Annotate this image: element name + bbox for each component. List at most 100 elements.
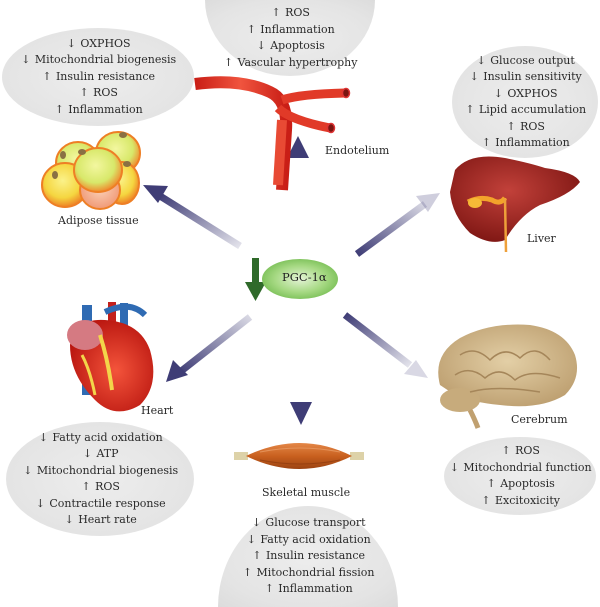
effect-item: ↑Insulin resistance bbox=[251, 548, 365, 565]
effect-item: ↓ OXPHOS bbox=[492, 86, 558, 103]
effect-item: ↑ ROS bbox=[505, 119, 545, 136]
down-regulation-indicator-icon bbox=[245, 258, 266, 301]
liver-label: Liver bbox=[527, 232, 556, 245]
effect-item: ↑Vascular hypertrophy bbox=[223, 55, 358, 72]
heart-effects-bubble: ↓Fatty acid oxidation↓ATP↓Mitochondrial … bbox=[6, 422, 194, 536]
effect-item: ↑ ROS bbox=[78, 85, 118, 102]
arrow-up-icon: ↑ bbox=[81, 480, 91, 493]
effect-item: ↑Mitochondrial fission bbox=[241, 565, 375, 582]
effect-text: Mitochondrial biogenesis bbox=[34, 53, 177, 67]
effect-item: ↓ Apoptosis bbox=[255, 38, 325, 55]
heart-label: Heart bbox=[141, 404, 174, 417]
skeletal-muscle-icon bbox=[234, 443, 364, 469]
effect-item: ↓ Fatty acid oxidation bbox=[245, 532, 371, 549]
arrow-up-icon: ↑ bbox=[246, 22, 256, 36]
arrow-up-icon: ↑ bbox=[501, 444, 511, 457]
effect-item: ↓Mitochondrial biogenesis bbox=[20, 52, 176, 69]
adipose-tissue-icon bbox=[41, 131, 141, 210]
effect-item: ↑ Inflammation bbox=[245, 22, 335, 39]
effect-text: ROS bbox=[285, 6, 310, 19]
effect-item: ↑Inflammation bbox=[480, 135, 570, 152]
adipose-effects-bubble: ↓OXPHOS↓Mitochondrial biogenesis↑Insulin… bbox=[2, 28, 194, 126]
effect-text: Excitoxicity bbox=[495, 493, 560, 507]
effect-text: Apoptosis bbox=[500, 477, 555, 490]
arrow-down-icon: ↓ bbox=[493, 86, 503, 100]
effect-item: ↓ Contractile response bbox=[34, 496, 166, 513]
effect-text: Apoptosis bbox=[270, 39, 325, 52]
effect-item: ↑ Apoptosis bbox=[485, 476, 555, 493]
effect-text: Vascular hypertrophy bbox=[237, 55, 358, 69]
pgc1a-label: PGC-1α bbox=[282, 270, 327, 284]
effect-item: ↓OXPHOS bbox=[65, 36, 131, 53]
pgc1a-node bbox=[262, 259, 338, 299]
effect-text: Heart rate bbox=[78, 513, 137, 526]
arrow-up-icon: ↑ bbox=[79, 86, 89, 100]
arrow-up-icon: ↑ bbox=[486, 477, 496, 490]
effect-text: Inflammation bbox=[260, 22, 335, 36]
endothelium-effects-bubble: ↑ROS↑Inflammation↓Apoptosis↑Vascular hyp… bbox=[205, 0, 375, 76]
arrow-down-icon: ↓ bbox=[476, 53, 486, 67]
effect-item: ↓ Insulin sensitivity bbox=[468, 69, 582, 86]
effect-item: ↑Lipid accumulation bbox=[464, 102, 586, 119]
effect-text: Lipid accumulation bbox=[478, 103, 587, 116]
effect-item: ↓Fatty acid oxidation bbox=[37, 430, 163, 447]
effect-text: Inflammation bbox=[278, 582, 353, 596]
arrow-up-icon: ↑ bbox=[271, 6, 281, 19]
effect-item: ↑Inflammation bbox=[53, 102, 143, 119]
arrow-down-icon: ↓ bbox=[256, 39, 266, 52]
liver-effects-bubble: ↓ Glucose output ↓ Insulin sensitivity ↓ OXPH… bbox=[452, 46, 598, 158]
effect-item: ↑Insulin resistance bbox=[41, 69, 155, 86]
cerebrum-effects-bubble: ↑ ROS ↓ Mitochondrial function ↑ Apoptosis ↑ Ex… bbox=[444, 437, 596, 515]
arrow-up-icon: ↑ bbox=[481, 493, 491, 507]
effect-text: Insulin sensitivity bbox=[483, 70, 582, 83]
effect-item: ↑ Inflammation bbox=[263, 581, 353, 598]
skeletal-muscle-label: Skeletal muscle bbox=[262, 486, 351, 499]
effect-text: Glucose transport bbox=[265, 516, 366, 530]
effect-text: ROS bbox=[93, 86, 118, 100]
effect-text: ROS bbox=[520, 119, 545, 133]
arrow-down-icon: ↓ bbox=[251, 516, 262, 530]
effect-item: ↑ ROS bbox=[500, 443, 540, 460]
effect-text: Mitochondrial function bbox=[463, 460, 592, 474]
liver-icon bbox=[450, 156, 580, 253]
arrow-down-icon: ↓ bbox=[449, 460, 459, 474]
arrow-to-liver bbox=[354, 193, 440, 257]
endothelium-label: Endotelium bbox=[325, 144, 390, 157]
arrow-down-icon: ↓ bbox=[21, 53, 31, 67]
arrow-down-icon: ↓ bbox=[246, 532, 256, 546]
effect-text: Mitochondrial fission bbox=[256, 565, 375, 579]
effect-text: ATP bbox=[96, 447, 119, 460]
arrow-up-icon: ↑ bbox=[465, 103, 475, 116]
endothelium-vessel-icon bbox=[194, 76, 351, 191]
effect-item: ↑ Excitoxicity bbox=[480, 493, 560, 510]
cerebrum-icon bbox=[438, 324, 578, 429]
effect-text: Insulin resistance bbox=[55, 69, 156, 83]
arrow-up-icon: ↑ bbox=[264, 582, 274, 596]
effect-text: ROS bbox=[515, 444, 540, 457]
effect-item: ↓ Heart rate bbox=[63, 512, 137, 529]
arrow-up-icon: ↑ bbox=[42, 69, 52, 83]
arrow-down-icon: ↓ bbox=[35, 496, 45, 510]
arrow-up-icon: ↑ bbox=[506, 119, 516, 133]
arrow-up-icon: ↑ bbox=[223, 55, 234, 69]
effect-item: ↓ Glucose output bbox=[475, 53, 575, 70]
effect-item: ↓ Mitochondrial function bbox=[448, 460, 592, 477]
heart-icon bbox=[67, 302, 154, 412]
arrow-to-heart bbox=[166, 314, 253, 382]
effect-text: OXPHOS bbox=[80, 36, 131, 50]
arrow-down-icon: ↓ bbox=[469, 70, 479, 83]
effect-item: ↑ROS bbox=[80, 479, 119, 496]
arrow-down-icon: ↓ bbox=[64, 513, 74, 526]
effect-text: Fatty acid oxidation bbox=[260, 532, 371, 546]
effect-text: Contractile response bbox=[49, 496, 166, 510]
arrow-up-icon: ↑ bbox=[54, 102, 64, 116]
effect-text: Glucose output bbox=[490, 53, 575, 67]
effect-item: ↓Glucose transport bbox=[250, 515, 366, 532]
effect-item: ↑ ROS bbox=[270, 5, 310, 22]
effect-text: Fatty acid oxidation bbox=[52, 430, 163, 444]
arrow-down-icon: ↓ bbox=[82, 447, 93, 460]
effect-item: ↓Mitochondrial biogenesis bbox=[22, 463, 178, 480]
arrow-up-icon: ↑ bbox=[481, 136, 491, 149]
effect-text: OXPHOS bbox=[507, 86, 558, 100]
